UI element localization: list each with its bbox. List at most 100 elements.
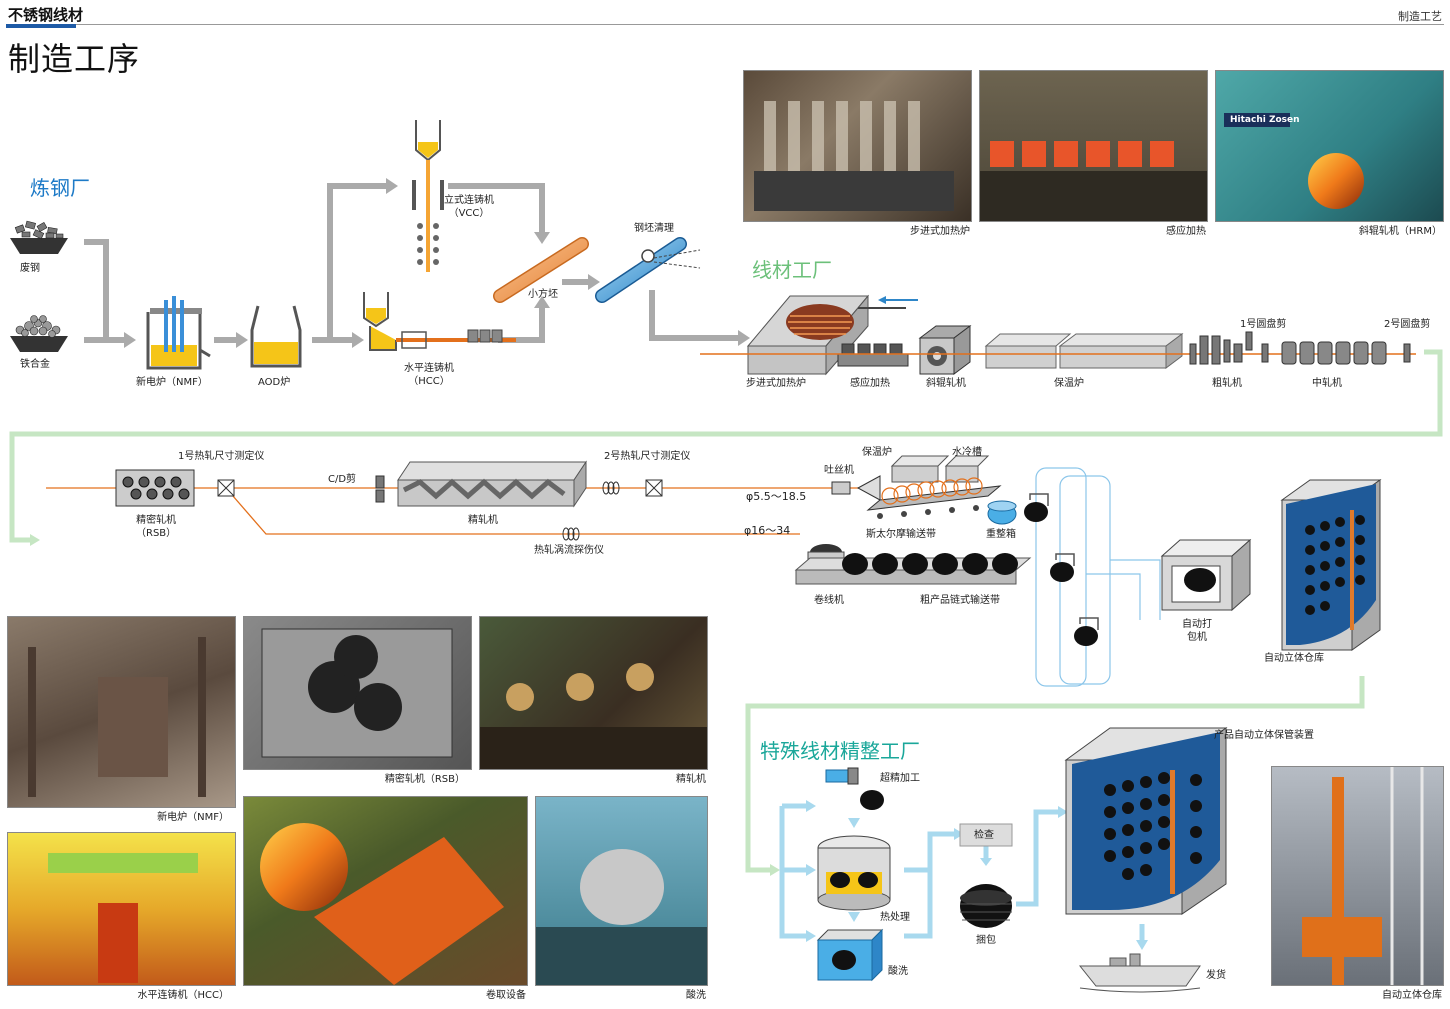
caption-walking-furnace: 步进式加热炉 [910,226,970,237]
label-skew-mill: 斜辊轧机 [926,378,966,389]
section-title-steel-plant: 炼钢厂 [30,176,90,200]
cd-shear-icon [375,475,385,503]
scrap-pile-icon [10,220,68,254]
finishing-mill-icon [397,460,587,508]
aod-furnace-icon [250,305,302,368]
label-inspection: 检查 [974,830,994,841]
photo-hcc [7,832,236,986]
gauge-1-icon [217,479,235,497]
label-laying-head: 吐丝机 [824,465,854,476]
vcc-icon [412,120,444,272]
photo-nmf [7,616,236,808]
photo-rsb [243,616,472,770]
label-stelmor: 斯太尔摩输送带 [866,529,936,540]
billet-icon [493,237,589,303]
label-walking-furnace: 步进式加热炉 [746,378,806,389]
hcc-icon [363,292,516,351]
label-billet-cleaning: 钢坯清理 [634,223,674,234]
header-section-name: 制造工艺 [1398,10,1442,23]
caption-rsb: 精密轧机（RSB） [384,774,465,785]
label-nmf: 新电炉（NMF） [136,377,208,388]
rough-mill-icon [1189,335,1243,365]
label-water: 水冷槽 [952,447,982,458]
photo-auto-warehouse [1271,766,1444,986]
wire-plant-connector [9,349,1443,873]
label-gauge-1: 1号热轧尺寸测定仪 [178,451,265,462]
steel-plant-arrowheads [124,178,750,348]
gauge-2-coil-icon [602,481,620,495]
label-pickling: 酸洗 [888,966,908,977]
shear-2-icon [1403,343,1411,363]
label-reform: 重整箱 [986,529,1016,540]
inspection-box [959,823,1013,847]
label-shear-1: 1号圆盘剪 [1240,319,1287,330]
coil-hook-icon [1024,502,1098,646]
pickling-tank-icon [816,928,884,982]
section-title-wire-plant: 线材工厂 [752,258,832,282]
label-mid-mill: 中轧机 [1312,378,1342,389]
gauge-2-icon [645,479,663,497]
photo-finish-mill [479,616,708,770]
cleaned-billet-icon [595,237,701,303]
label-holding-furnace: 保温炉 [1054,378,1084,389]
hook-conveyor-path [1035,467,1161,687]
electric-furnace-icon [146,296,211,370]
holding-furnace-icon [984,333,1184,369]
label-ferroalloy: 铁合金 [20,359,50,370]
caption-nmf: 新电炉（NMF） [157,812,229,823]
label-billet: 小方坯 [528,289,558,300]
label-auto-warehouse: 自动立体仓库 [1264,653,1324,664]
rsb-mill-icon [115,469,195,507]
caption-finish-mill: 精轧机 [676,774,706,785]
label-auto-bind: 自动打包机 [1182,619,1212,643]
header-rule [6,24,1444,25]
label-hcc: 水平连铸机（HCC） [404,363,454,387]
auto-binding-machine-icon [1160,538,1252,612]
special-plant-flow [779,803,1145,940]
header-accent-bar [6,24,76,28]
label-aod: AOD炉 [258,377,291,388]
ship-icon [1078,953,1201,993]
label-scrap: 废钢 [20,263,40,274]
label-heat-treat: 热处理 [880,912,910,923]
photo-skew-roll-mill: Hitachi Zosen [1215,70,1444,222]
label-induction: 感应加热 [850,378,890,389]
label-coiler: 卷线机 [814,595,844,606]
holding-water-tanks-icon [890,455,990,483]
label-storage: 产品自动立体保管装置 [1214,730,1314,741]
product-storage-icon [1064,727,1228,915]
page-title: 制造工序 [8,40,141,78]
label-shipping: 发货 [1206,970,1226,981]
heat-treatment-furnace-icon [817,835,891,911]
caption-coiler: 卷取设备 [486,990,526,1001]
photo-walking-furnace [743,70,972,222]
bundled-coil-icon [960,884,1012,928]
header-product-name: 不锈钢线材 [8,6,84,24]
ultra-finish-machine-icon [825,767,884,810]
induction-heater-icon [837,343,909,367]
caption-pickling: 酸洗 [686,990,706,1001]
shear-1-icon [1245,331,1269,363]
photo-induction-heating [979,70,1208,222]
label-gauge-2: 2号热轧尺寸测定仪 [604,451,691,462]
wire-path-branch [225,487,800,535]
label-vcc: 立式连铸机（VCC） [444,195,494,219]
caption-auto-warehouse: 自动立体仓库 [1382,990,1442,1001]
label-size-large: φ16～34 [744,524,791,537]
label-eddy: 热轧涡流探伤仪 [534,545,604,556]
section-title-special-plant: 特殊线材精整工厂 [760,739,920,763]
chain-conveyor-icon [794,553,1032,585]
photo-coiler [243,796,528,986]
mid-mill-icon [1281,341,1387,365]
skew-roll-mill-icon [918,325,972,375]
caption-induction-heating: 感应加热 [1166,226,1206,237]
ferroalloy-pile-icon [10,315,68,352]
label-bundling: 捆包 [976,935,996,946]
label-ultra-finish: 超精加工 [880,773,920,784]
eddy-current-coil-icon [562,527,580,541]
photo-pickling [535,796,708,986]
label-shear-2: 2号圆盘剪 [1384,319,1431,330]
reform-box-icon [987,500,1017,525]
photo-sign: Hitachi Zosen [1230,115,1300,125]
